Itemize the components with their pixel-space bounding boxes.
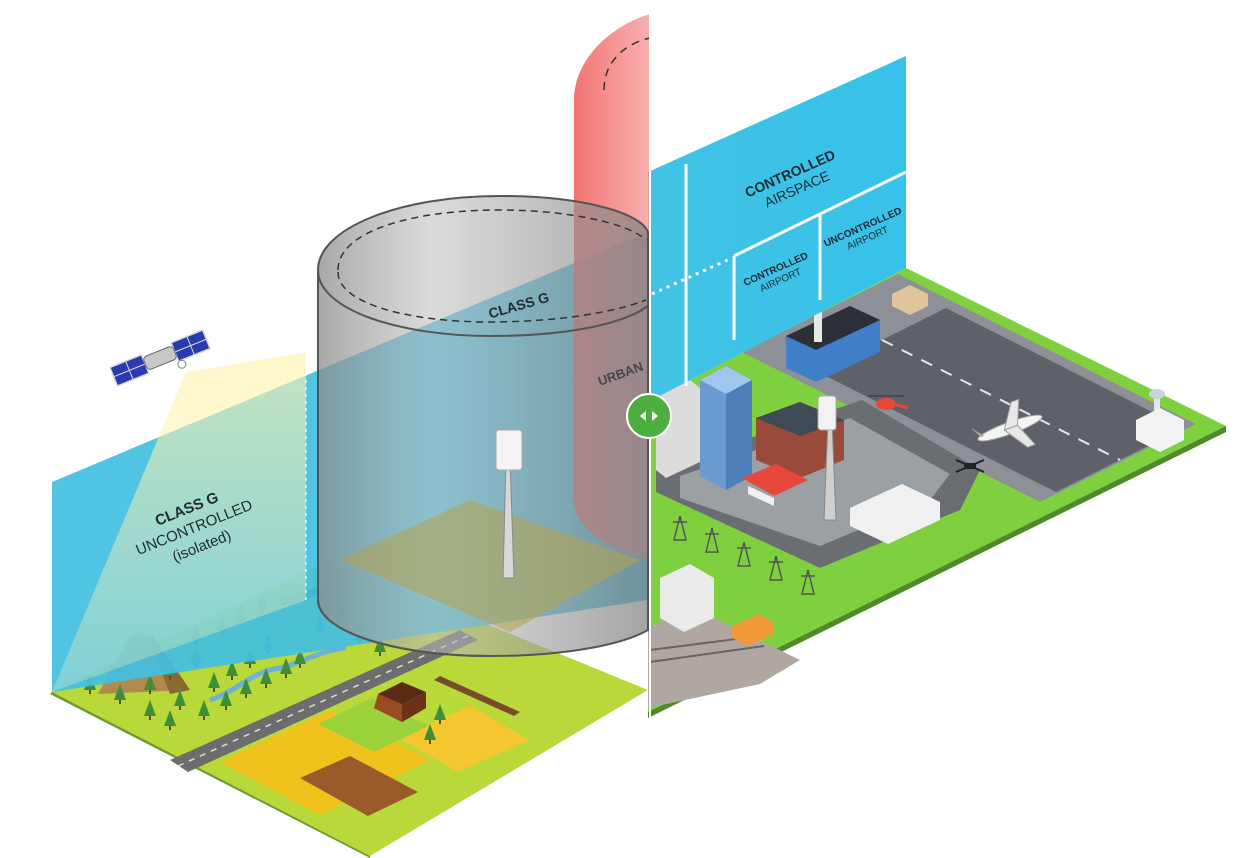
controlled-airspace-panel	[648, 56, 907, 402]
urban-ground	[648, 268, 1226, 718]
class-g-urban-cylinder	[317, 194, 649, 658]
tree-icon	[164, 710, 176, 730]
tree-icon	[198, 700, 210, 720]
chevron-right-icon	[652, 411, 658, 421]
helicopter-icon	[868, 395, 909, 410]
tree-icon	[280, 658, 292, 678]
barn-icon	[374, 682, 426, 722]
satellite-icon	[108, 329, 212, 387]
city-buildings	[656, 285, 1184, 646]
tree-icon	[294, 648, 306, 668]
pylon-icon	[737, 541, 751, 567]
power-lines	[673, 515, 815, 595]
chevron-left-icon	[640, 411, 646, 421]
tree-icon	[114, 684, 126, 704]
tree-icon	[260, 668, 272, 688]
cell-tower-icon	[817, 395, 837, 521]
tree-icon	[144, 700, 156, 720]
pylon-icon	[769, 555, 783, 581]
tree-icon	[434, 704, 446, 724]
pylon-icon	[705, 527, 719, 553]
pylon-icon	[673, 515, 687, 541]
satellite-beam	[52, 352, 306, 692]
compare-slider-icon[interactable]	[626, 393, 672, 439]
tree-icon	[174, 690, 186, 710]
tree-icon	[208, 672, 220, 692]
tree-icon	[144, 674, 156, 694]
airplane-icon	[971, 398, 1043, 448]
tree-icon	[220, 690, 232, 710]
pylon-icon	[801, 569, 815, 595]
drone-icon	[955, 459, 985, 473]
tree-icon	[424, 724, 436, 744]
tree-icon	[240, 678, 252, 698]
tree-icon	[226, 660, 238, 680]
